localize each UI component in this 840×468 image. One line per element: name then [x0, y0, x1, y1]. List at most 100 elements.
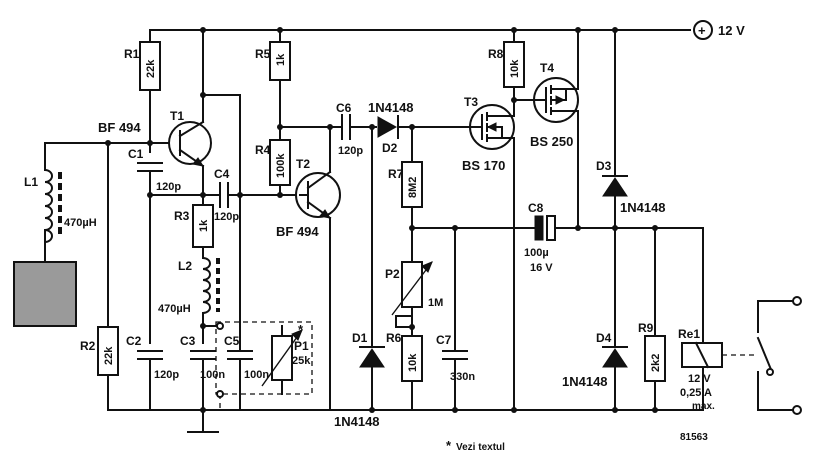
re1-current: 0,25 A	[680, 387, 712, 399]
p1-mark: *	[298, 322, 304, 337]
figure-number: 81563	[680, 432, 708, 443]
r8-value: 10k	[509, 59, 521, 78]
relay-re1: Re1 12 V 0,25 A max.	[678, 227, 758, 412]
c4-ref: C4	[214, 167, 230, 181]
transistor-t1: T1 BF 494	[98, 109, 212, 168]
t2-ref: T2	[296, 157, 310, 171]
re1-note: max.	[692, 401, 715, 412]
d4-ref: D4	[596, 331, 612, 345]
t4-type: BS 250	[530, 134, 573, 149]
re1-voltage: 12 V	[688, 373, 711, 385]
r6-value: 10k	[407, 353, 419, 372]
c7-ref: C7	[436, 333, 452, 347]
capacitor-c2: C2 120p	[126, 334, 179, 411]
d1-ref: D1	[352, 331, 368, 345]
t3-type: BS 170	[462, 158, 505, 173]
resistor-r4: R4 100k	[255, 139, 291, 196]
footnote-text: Vezi textul	[456, 442, 505, 453]
resistor-r9: R9 2k2	[638, 227, 666, 411]
r5-value: 1k	[275, 53, 287, 66]
capacitor-c8: C8 100µ 16 V	[454, 201, 704, 274]
resistor-r6: R6 10k	[386, 326, 423, 411]
diode-d4: D4 1N4148	[562, 331, 628, 411]
p1-ref: P1	[294, 339, 309, 353]
resistor-r7: R7 8M2	[388, 126, 423, 263]
r9-ref: R9	[638, 321, 654, 335]
capacitor-c5: C5 100n	[224, 321, 269, 411]
footnote-star: *	[446, 438, 452, 453]
c3-value: 100n	[200, 369, 225, 381]
r7-ref: R7	[388, 167, 404, 181]
resistor-r5: R5 1k	[255, 29, 291, 141]
t1-type: BF 494	[98, 120, 141, 135]
c2-ref: C2	[126, 334, 142, 348]
r4-value: 100k	[275, 153, 287, 178]
r7-value: 8M2	[407, 177, 419, 198]
transistor-t3: T3 BS 170	[462, 95, 515, 173]
d4-type: 1N4148	[562, 374, 608, 389]
c6-value: 120p	[338, 145, 363, 157]
r1-ref: R1	[124, 47, 140, 61]
inductor-l2: L2 470µH	[158, 256, 220, 344]
l2-value: 470µH	[158, 303, 191, 315]
c1-value: 120p	[156, 181, 181, 193]
d2-type: 1N4148	[368, 100, 414, 115]
c7-value: 330n	[450, 371, 475, 383]
capacitor-c7: C7 330n	[411, 227, 475, 411]
c8-voltage: 16 V	[530, 262, 553, 274]
r5-ref: R5	[255, 47, 271, 61]
capacitor-c3: C3 100n	[180, 334, 225, 411]
d1-type: 1N4148	[334, 414, 380, 429]
transistor-t2: T2 BF 494	[276, 157, 341, 239]
d3-type: 1N4148	[620, 200, 666, 215]
l2-ref: L2	[178, 259, 192, 273]
t3-ref: T3	[464, 95, 478, 109]
c8-value: 100µ	[524, 247, 549, 259]
ground-rail	[107, 409, 704, 433]
t1-ref: T1	[170, 109, 184, 123]
supply-symbol: +	[698, 23, 706, 38]
c8-ref: C8	[528, 201, 544, 215]
c5-ref: C5	[224, 334, 240, 348]
r3-value: 1k	[198, 219, 210, 232]
r1-value: 22k	[145, 59, 157, 78]
resistor-r8: R8 10k	[488, 29, 525, 101]
resistor-r3: R3 1k	[174, 204, 214, 259]
p1-value: 25k	[292, 355, 311, 367]
r6-ref: R6	[386, 331, 402, 345]
r8-ref: R8	[488, 47, 504, 61]
p2-value: 1M	[428, 297, 443, 309]
capacitor-c4: C4 120p	[214, 167, 301, 223]
d2-ref: D2	[382, 141, 398, 155]
diode-d2: 1N4148 D2	[368, 100, 471, 155]
c4-value: 120p	[214, 211, 239, 223]
supply-label: 12 V	[718, 23, 745, 38]
potentiometer-p1: * P1 25k	[202, 321, 313, 410]
c1-ref: C1	[128, 147, 144, 161]
t4-ref: T4	[540, 61, 554, 75]
antenna-plate	[13, 241, 77, 327]
r2-ref: R2	[80, 339, 96, 353]
capacitor-c6: C6 120p	[329, 101, 377, 157]
c6-ref: C6	[336, 101, 352, 115]
diode-d3: D3 1N4148	[596, 29, 666, 346]
d3-ref: D3	[596, 159, 612, 173]
inductor-l1: L1 470µH	[24, 142, 97, 244]
capacitor-c1: C1 120p	[128, 147, 181, 344]
c5-value: 100n	[244, 369, 269, 381]
resistor-r1: R1 22k	[124, 29, 161, 153]
footnote: * Vezi textul	[446, 438, 505, 453]
r3-ref: R3	[174, 209, 190, 223]
c2-value: 120p	[154, 369, 179, 381]
diode-d1: D1 1N4148	[334, 126, 385, 429]
r2-value: 22k	[103, 346, 115, 365]
transistor-t4: T4 BS 250	[530, 61, 579, 149]
t2-type: BF 494	[276, 224, 319, 239]
resistor-r2: R2 22k	[80, 142, 119, 411]
r9-value: 2k2	[650, 354, 662, 372]
l1-ref: L1	[24, 175, 38, 189]
supply-rail: + 12 V	[149, 20, 745, 40]
c3-ref: C3	[180, 334, 196, 348]
potentiometer-p2: P2 1M	[385, 261, 443, 328]
